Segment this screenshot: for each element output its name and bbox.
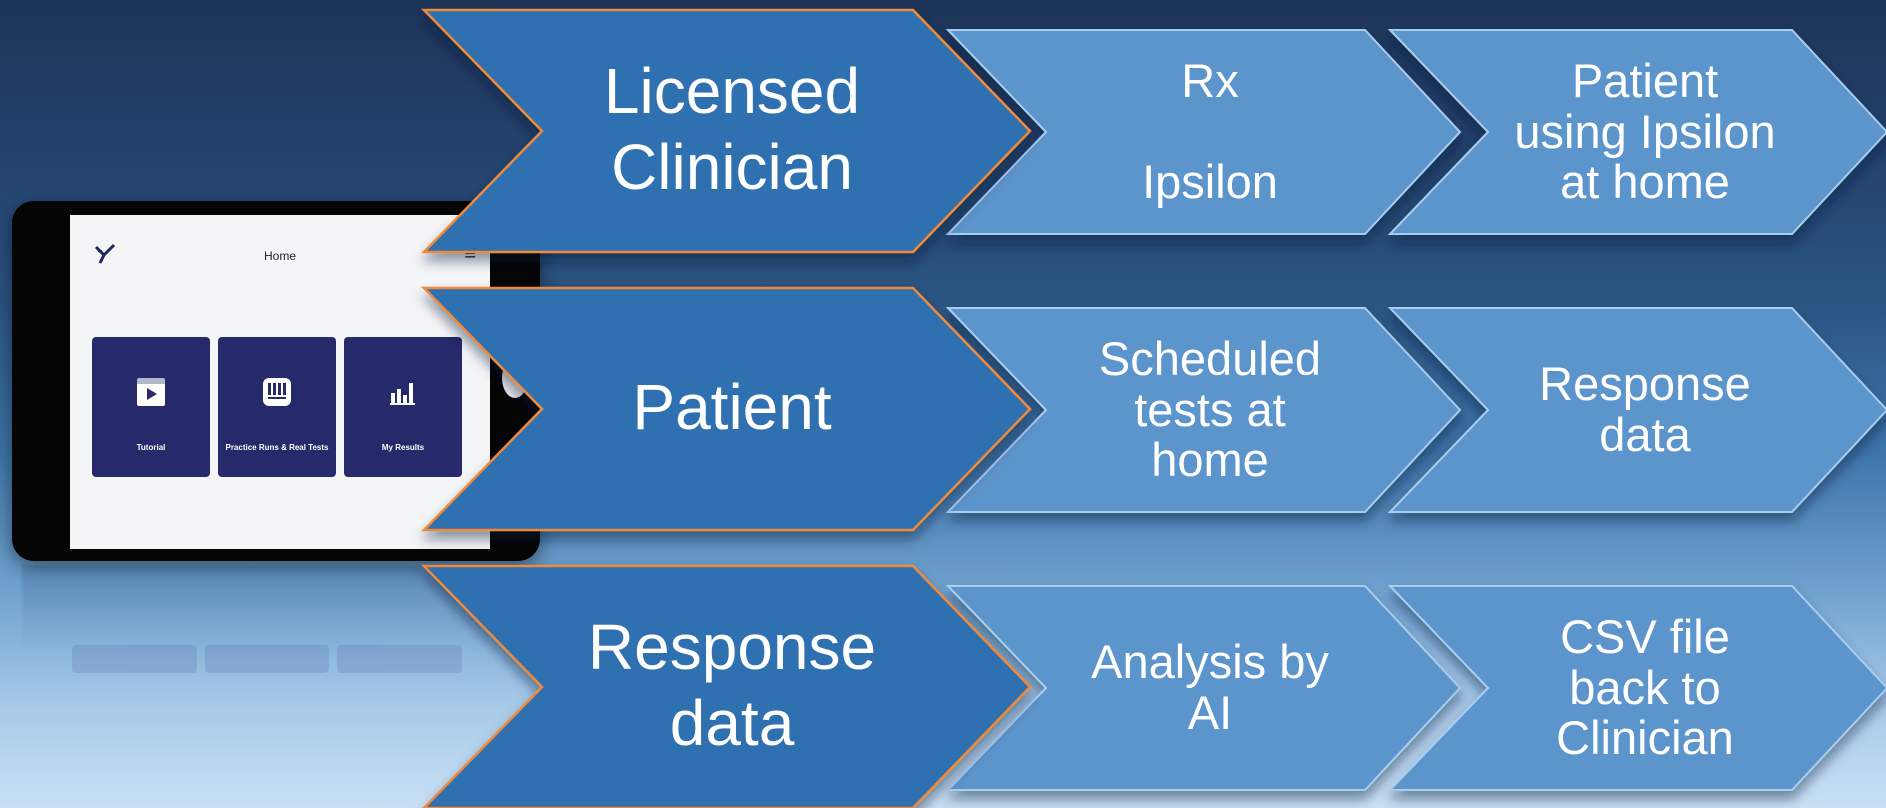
tablet-tiles: Tutorial Practice Runs & Real Test: [92, 337, 462, 477]
step-chevron-r2-s1: [945, 307, 1462, 513]
step-label-scheduled-tests: Scheduled tests at home: [1098, 331, 1322, 487]
step-label-patient-using-ipsilon: Patient using Ipsilon at home: [1514, 53, 1776, 209]
step-chevron-r2-s2: [1387, 307, 1886, 513]
tile-label: My Results: [381, 443, 425, 452]
hamburger-menu-icon: ≡: [464, 243, 476, 265]
tablet-page-title: Home: [263, 249, 296, 263]
step-label-csv-file: CSV file back to Clinician: [1556, 609, 1734, 765]
step-label-response-data: Response data: [1539, 357, 1751, 461]
tablet-tile-tutorial: Tutorial: [92, 337, 210, 477]
step-label-analysis-by-ai: Analysis by AI: [1091, 635, 1329, 739]
tile-label: Tutorial: [136, 443, 166, 452]
role-label-response-data: Response data: [587, 611, 877, 759]
tablet-tile-results: My Results: [344, 337, 462, 477]
step-label-rx-ipsilon: Rx Ipsilon: [1142, 53, 1278, 209]
role-label-licensed-clinician: Licensed Clinician: [603, 55, 861, 203]
tablet-screen: Home ≡ Tutorial: [70, 215, 490, 549]
tablet-tile-practice: Practice Runs & Real Tests: [218, 337, 336, 477]
ipsilon-logo-icon: [94, 243, 118, 265]
step-chevron-r3-s1: [945, 585, 1462, 791]
role-chevron-r2: [421, 286, 1032, 532]
step-chevron-r3-s2: [1387, 585, 1886, 791]
bar-chart-icon: [344, 375, 462, 417]
tile-label: Practice Runs & Real Tests: [225, 443, 329, 452]
role-label-patient: Patient: [632, 371, 832, 444]
step-chevron-r1-s2: [1387, 29, 1886, 235]
tablet-reflection-tiles: [72, 645, 463, 673]
piano-keys-icon: [218, 375, 336, 417]
role-chevron-r3: [421, 564, 1032, 808]
role-chevron-r1: [421, 8, 1032, 254]
video-play-icon: [92, 375, 210, 417]
step-chevron-r1-s1: [945, 29, 1462, 235]
